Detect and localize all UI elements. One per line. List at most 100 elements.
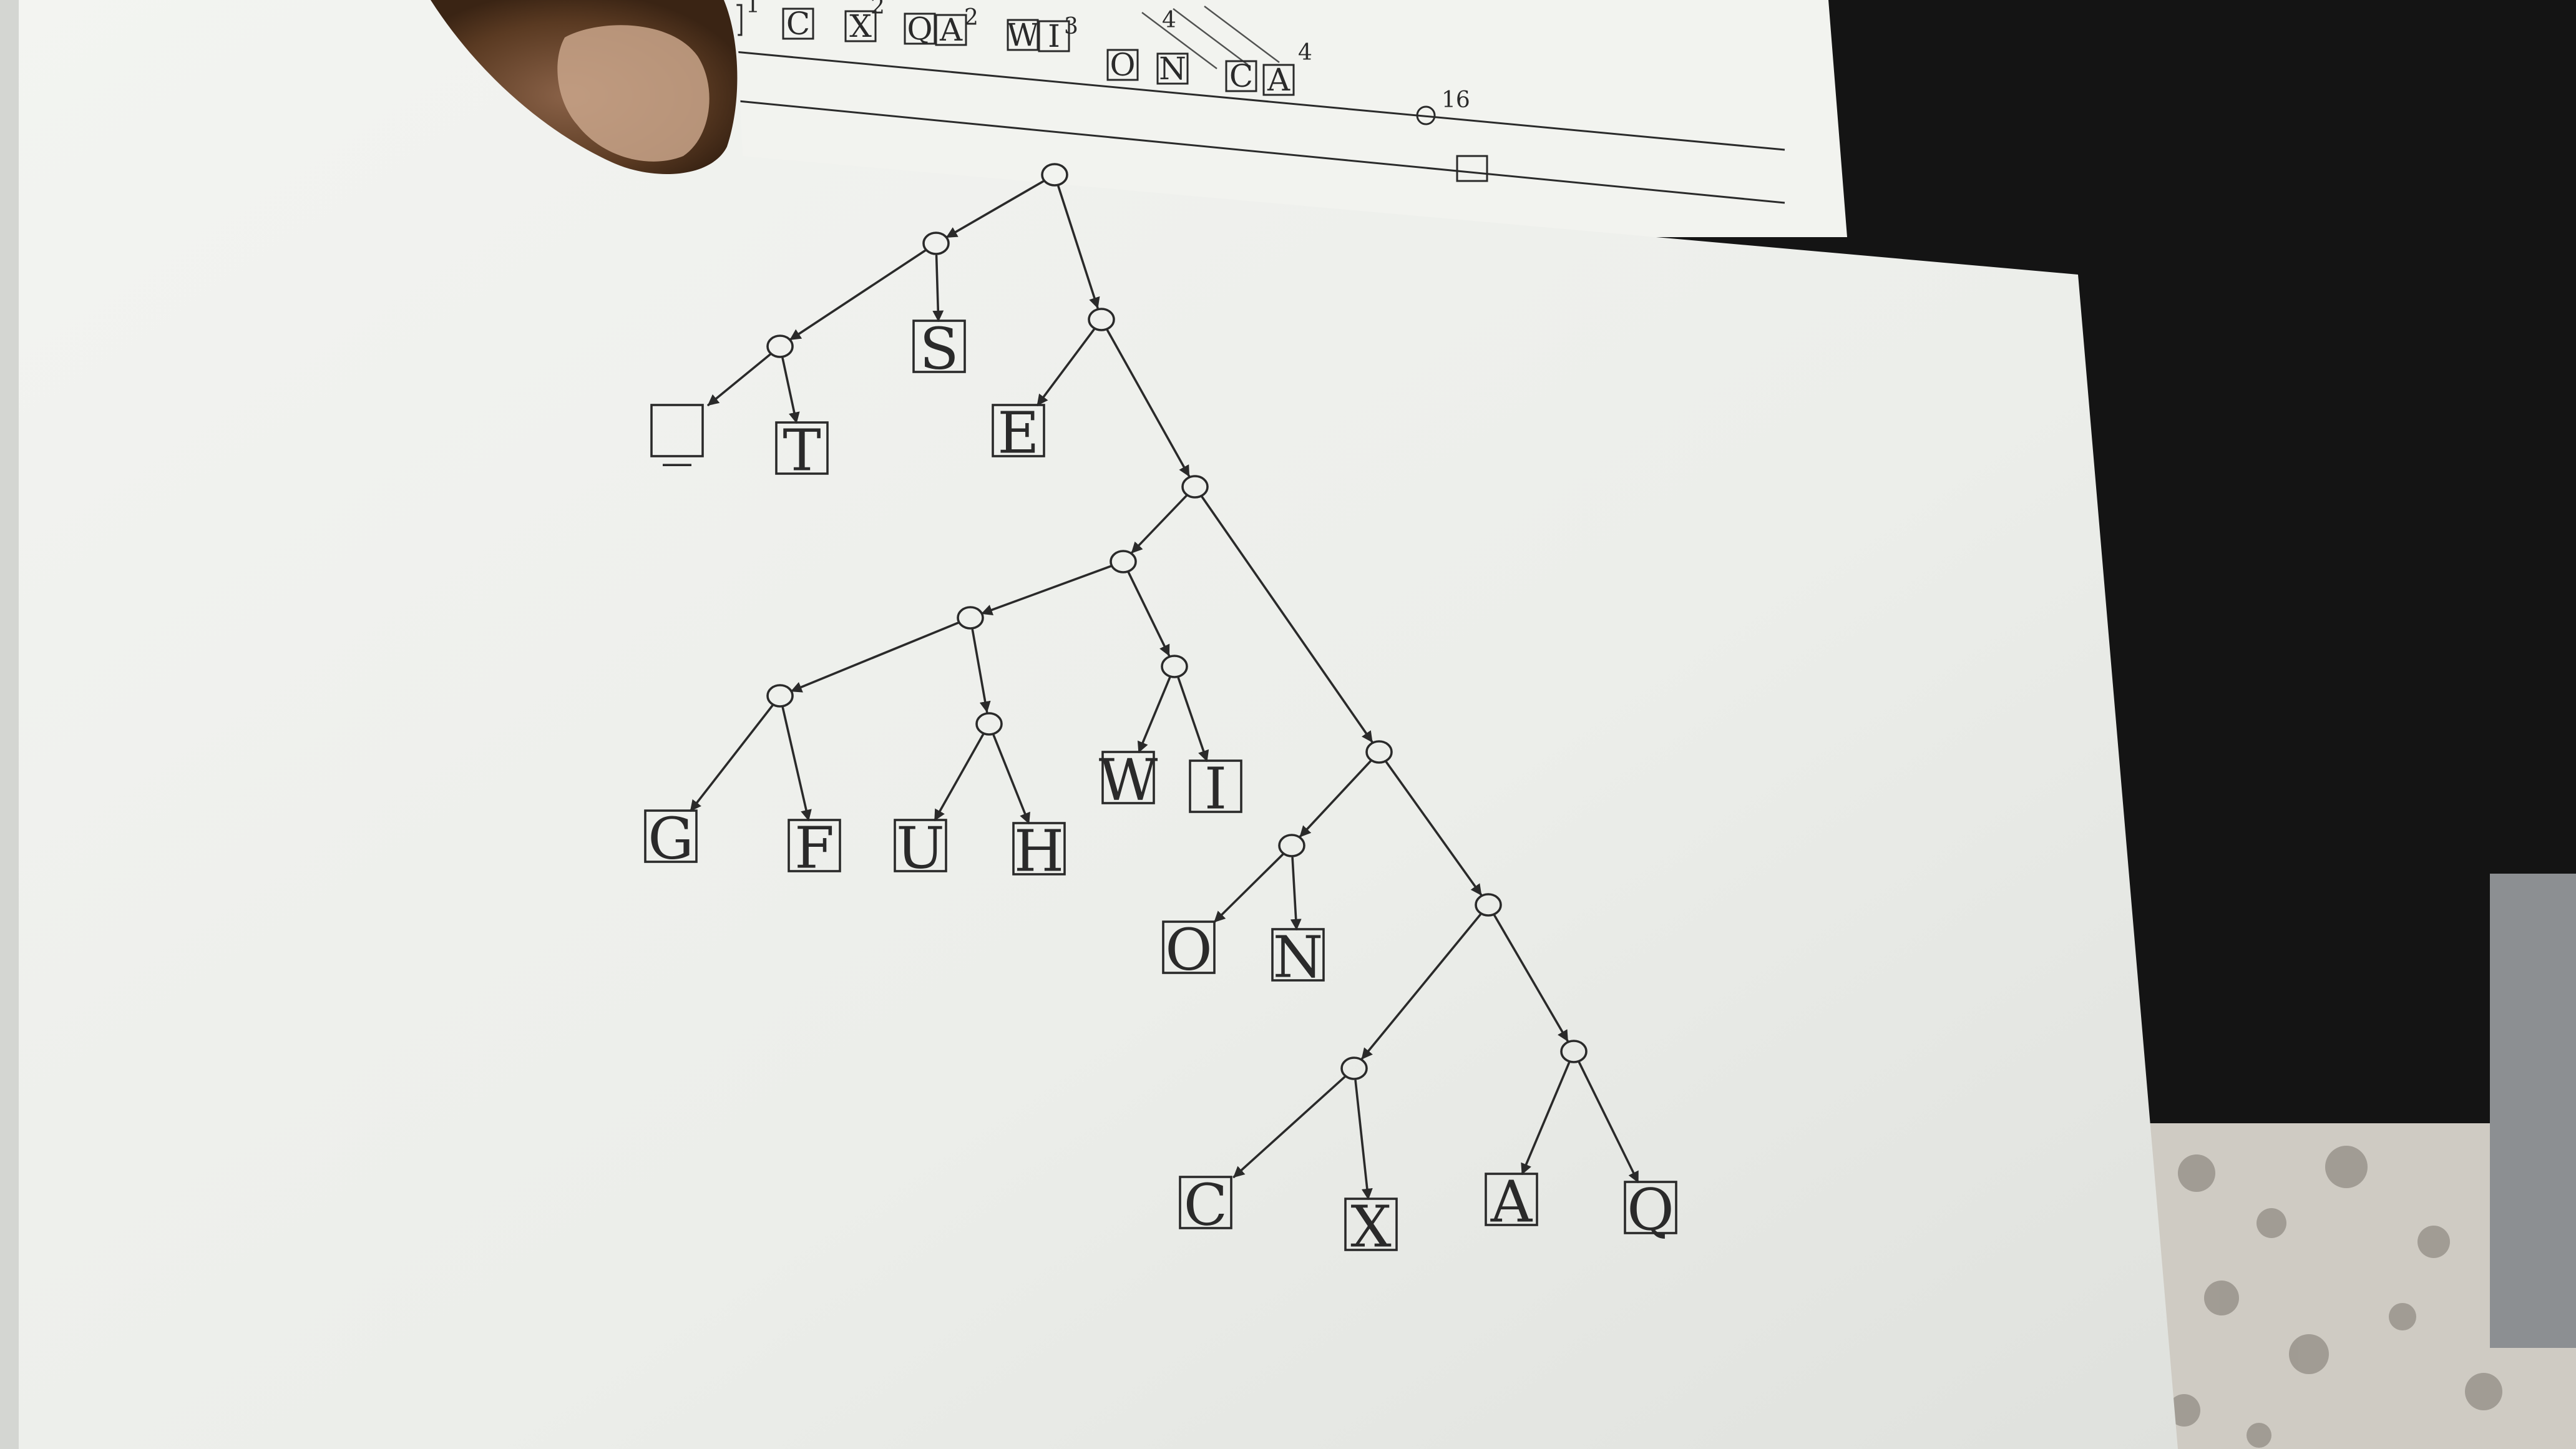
tree-internal-node (1475, 893, 1502, 917)
tree-internal-node (1560, 1040, 1588, 1063)
tree-leaf-h: H (1012, 818, 1066, 885)
bg-leaf-O: O (1110, 47, 1136, 83)
tree-leaf-underscore: _ (650, 400, 704, 467)
leaf-box (912, 320, 966, 373)
leaf-letter: U (896, 815, 945, 882)
tree-internal-node (1340, 1056, 1368, 1080)
tree-leaf-e: E (992, 400, 1045, 467)
tree-edge (707, 353, 772, 406)
tree-edge (781, 357, 800, 424)
tree-internal-node (1041, 163, 1068, 187)
tree-edge (1106, 329, 1191, 477)
bg-weight-4b: 4 (1298, 40, 1312, 66)
tree-edge (980, 565, 1113, 615)
tree-edge (1201, 495, 1373, 743)
tree-edge (934, 733, 984, 821)
leaf-letter: Q (1627, 1177, 1674, 1244)
tree-leaf-w: W (1099, 747, 1158, 814)
leaf-letter: _ (663, 400, 691, 467)
leaf-box (1162, 920, 1216, 974)
device-edge (2490, 874, 2576, 1348)
tree-edge (1521, 1061, 1571, 1175)
leaf-letter: F (794, 815, 834, 882)
bg-weight-1: 1 (746, 0, 760, 18)
bg-leaf-A: A (939, 12, 963, 48)
bg-leaf-C: C (786, 6, 810, 42)
tree-edge (1213, 853, 1284, 923)
bg-leaf-A2: A (1267, 62, 1290, 98)
tree-edge (1057, 185, 1100, 309)
tree-internal-node (1088, 308, 1115, 331)
leaf-box (1624, 1181, 1677, 1234)
tree-edge (690, 704, 774, 812)
leaf-box (1485, 1173, 1538, 1226)
tree-internal-node (975, 712, 1003, 736)
tree-leaf-a: A (1485, 1169, 1538, 1236)
tree-leaf-c: C (1179, 1172, 1232, 1239)
bg-leaf-N: N (1159, 51, 1186, 87)
bg-leaf-Q: Q (907, 11, 933, 47)
leaf-letter: W (1099, 747, 1158, 814)
leaf-box (1344, 1198, 1398, 1251)
leaf-box (1271, 928, 1325, 982)
tree-edge (1137, 676, 1171, 753)
leaf-letter: T (783, 417, 821, 484)
bg-weight-2b: 2 (964, 5, 978, 31)
tree-edge (1299, 759, 1372, 838)
bg-weight-2a: 2 (871, 0, 885, 19)
background-weights: 1 2 2 3 4 4 16 (746, 0, 1470, 113)
tree-edge (932, 255, 944, 322)
thumb (431, 0, 738, 174)
leaf-letter: I (1204, 756, 1227, 822)
tree-edge (1493, 914, 1569, 1042)
leaf-letter: A (1490, 1169, 1533, 1236)
tree-internal-node (1365, 740, 1393, 764)
leaf-box (644, 809, 698, 863)
bg-weight-4a: 4 (1162, 7, 1176, 33)
leaf-box (1101, 751, 1155, 804)
tree-internal-node (922, 232, 950, 255)
tree-leaf-f: F (788, 815, 841, 882)
leaf-box (894, 819, 947, 872)
tree-leaf-x: X (1344, 1194, 1398, 1261)
background-leaf-row (710, 4, 1295, 96)
tree-edge (945, 180, 1045, 238)
bg-weight-3: 3 (1064, 14, 1078, 39)
leaf-box (650, 404, 704, 457)
leaf-letter: S (919, 316, 959, 383)
front-paper-sheet (0, 0, 2178, 1449)
leaf-box (992, 404, 1045, 457)
leaf-box (1179, 1176, 1232, 1229)
tree-internal-node (766, 684, 794, 708)
tree-edge (1036, 328, 1095, 406)
tree-leaf-i: I (1189, 756, 1242, 822)
tree-leaf-o: O (1162, 917, 1216, 983)
tree-leaf-u: U (894, 815, 947, 882)
tree-internal-node (1181, 475, 1209, 499)
leaf-box (775, 421, 829, 475)
tree-leaf-n: N (1271, 924, 1325, 991)
tree-leaf-q: Q (1624, 1177, 1677, 1244)
tree-leaf-t: T (775, 417, 829, 484)
leaf-letter: O (1165, 917, 1212, 983)
leaf-box (1012, 822, 1066, 876)
tree-edge (1385, 761, 1483, 896)
tree-edge (789, 249, 927, 341)
tree-leaf-g: G (644, 806, 698, 872)
tree-edge (992, 734, 1030, 824)
leaf-letter: G (648, 806, 694, 872)
leaf-letter: H (1014, 818, 1064, 885)
bg-weight-16: 16 (1442, 87, 1470, 113)
tree-internal-node (957, 606, 984, 630)
bg-leaf-W: W (1007, 17, 1039, 53)
bg-leaf-I: I (1048, 18, 1060, 54)
leaf-letter: E (997, 400, 1039, 467)
tree-edge (1127, 572, 1171, 656)
paper-left-shadow (0, 0, 19, 1449)
tree-edge (790, 621, 960, 693)
tree-leaf-s: S (912, 316, 966, 383)
leaf-box (1189, 759, 1242, 813)
tree-internal-node (1278, 834, 1305, 857)
